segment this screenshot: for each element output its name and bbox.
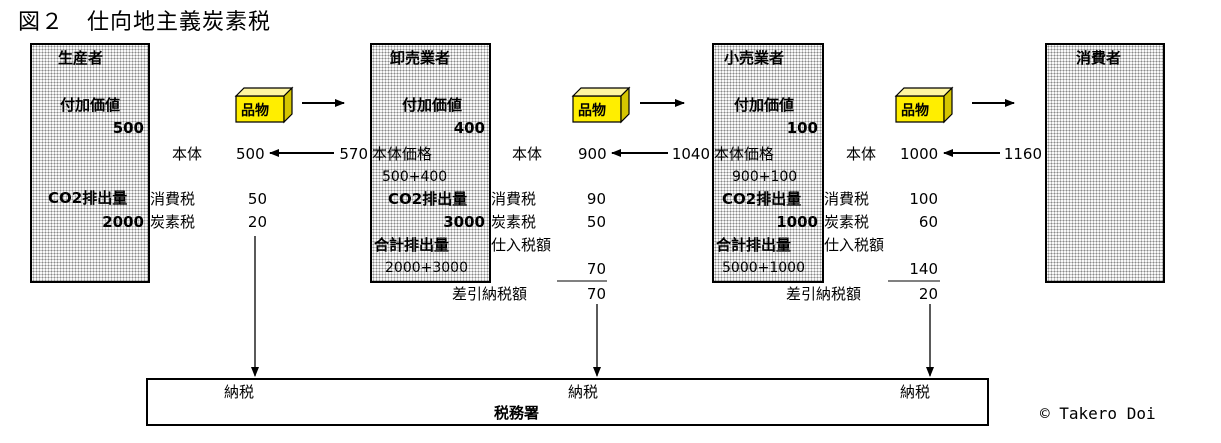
wholesaler-total-emission-formula: 2000+3000 [385, 260, 468, 276]
retailer-co2-label: CO2排出量 [722, 190, 802, 208]
wholesaler-flow-price: 900 [578, 145, 607, 163]
goods-box-icon-3: 品物 [894, 86, 954, 124]
wholesaler-flow-carbon-tax-label: 炭素税 [491, 213, 537, 231]
producer-flow-carbon-tax: 20 [247, 213, 267, 231]
wholesaler-flow-consumption-tax: 90 [586, 190, 606, 208]
retailer-flow-consumption-tax-label: 消費税 [824, 190, 870, 208]
retailer-box [712, 43, 824, 283]
wholesaler-total-emission-label: 合計排出量 [374, 236, 450, 254]
wholesaler-flow-input-tax: 70 [586, 260, 606, 278]
producer-co2-label: CO2排出量 [48, 189, 128, 207]
producer-flow-paid-total: 570 [339, 145, 368, 163]
goods-label-2: 品物 [578, 103, 606, 119]
retailer-flow-consumption-tax: 100 [909, 190, 938, 208]
wholesaler-price-formula: 500+400 [382, 169, 448, 185]
tax-office-name: 税務署 [494, 404, 540, 422]
retailer-value-added-label: 付加価値 [734, 96, 795, 114]
retailer-total-emission-formula: 5000+1000 [722, 260, 805, 276]
retailer-co2: 1000 [776, 213, 818, 231]
tax-payment-label-2: 納税 [568, 383, 599, 401]
retailer-price-formula: 900+100 [732, 169, 798, 185]
producer-flow-carbon-tax-label: 炭素税 [150, 213, 196, 231]
goods-box-icon-1: 品物 [234, 86, 294, 124]
wholesaler-flow-net-tax: 70 [586, 285, 606, 303]
consumer-box [1045, 43, 1165, 283]
producer-name: 生産者 [58, 49, 104, 67]
retailer-flow-carbon-tax-label: 炭素税 [824, 213, 870, 231]
producer-flow-consumption-tax-label: 消費税 [150, 190, 196, 208]
consumer-name: 消費者 [1076, 49, 1122, 67]
retailer-flow-price: 1000 [900, 145, 939, 163]
producer-box [30, 43, 150, 283]
retailer-price-label: 本体価格 [714, 145, 775, 163]
tax-payment-label-1: 納税 [224, 383, 255, 401]
wholesaler-name: 卸売業者 [390, 49, 451, 67]
wholesaler-box [370, 43, 491, 283]
retailer-flow-net-tax: 20 [918, 285, 938, 303]
wholesaler-flow-paid-total: 1040 [671, 145, 710, 163]
retailer-flow-input-tax-label: 仕入税額 [824, 236, 885, 254]
producer-flow-price-label: 本体 [172, 145, 203, 163]
copyright: © Takero Doi [1040, 404, 1156, 423]
wholesaler-flow-net-tax-label: 差引納税額 [452, 285, 528, 303]
tax-payment-label-3: 納税 [900, 383, 931, 401]
wholesaler-flow-consumption-tax-label: 消費税 [491, 190, 537, 208]
producer-flow-price: 500 [236, 145, 265, 163]
retailer-flow-input-tax: 140 [909, 260, 938, 278]
retailer-total-emission-label: 合計排出量 [716, 236, 792, 254]
retailer-value-added: 100 [786, 119, 818, 137]
wholesaler-value-added: 400 [453, 119, 485, 137]
retailer-flow-paid-total: 1160 [1003, 145, 1042, 163]
goods-label-3: 品物 [901, 103, 929, 119]
wholesaler-flow-input-tax-label: 仕入税額 [491, 236, 552, 254]
producer-value-added: 500 [112, 119, 144, 137]
retailer-flow-price-label: 本体 [846, 145, 877, 163]
goods-box-icon-2: 品物 [571, 86, 631, 124]
producer-flow-consumption-tax: 50 [247, 190, 267, 208]
wholesaler-value-added-label: 付加価値 [402, 96, 463, 114]
retailer-name: 小売業者 [724, 49, 785, 67]
wholesaler-price-label: 本体価格 [372, 145, 433, 163]
tax-office-box [146, 378, 989, 426]
wholesaler-flow-price-label: 本体 [512, 145, 543, 163]
retailer-flow-carbon-tax: 60 [918, 213, 938, 231]
producer-co2: 2000 [102, 213, 144, 231]
figure-title: 図２ 仕向地主義炭素税 [18, 10, 272, 35]
wholesaler-co2: 3000 [443, 213, 485, 231]
producer-value-added-label: 付加価値 [60, 96, 121, 114]
wholesaler-flow-carbon-tax: 50 [586, 213, 606, 231]
goods-label-1: 品物 [241, 103, 269, 119]
wholesaler-co2-label: CO2排出量 [388, 190, 468, 208]
retailer-flow-net-tax-label: 差引納税額 [786, 285, 862, 303]
